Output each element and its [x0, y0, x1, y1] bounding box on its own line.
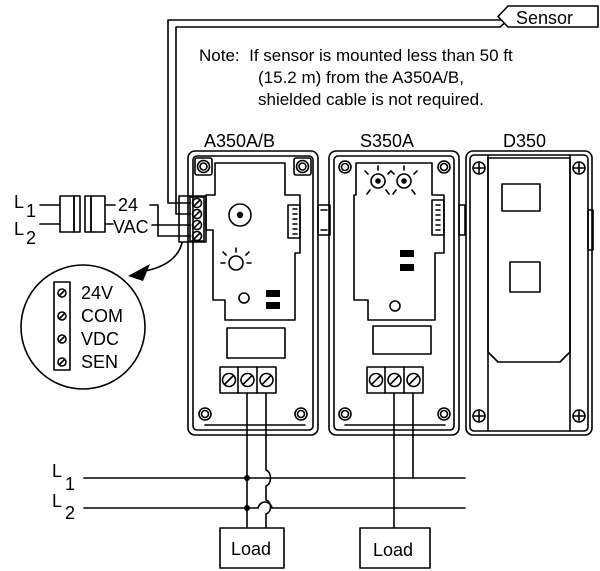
- supply-l2-letter: L: [14, 219, 24, 239]
- installation-note: Note: If sensor is mounted less than 50 …: [199, 45, 599, 111]
- a350-label: A350A/B: [204, 131, 275, 151]
- note-line-2: (15.2 m) from the A350A/B,: [258, 68, 464, 87]
- d350-module: [465, 150, 594, 436]
- terminal-label-com: COM: [81, 306, 123, 326]
- load-label-1: Load: [231, 539, 271, 559]
- a350-module: [187, 150, 319, 436]
- line-l1-letter: L: [52, 461, 62, 481]
- line-l1-sub: 1: [65, 474, 75, 494]
- supply-l1-letter: L: [14, 192, 24, 212]
- terminal-label-sen: SEN: [81, 352, 118, 372]
- supply-l1-sub: 1: [26, 201, 36, 221]
- line-wiring: [83, 392, 466, 541]
- supply-l2-sub: 2: [26, 228, 36, 248]
- load-label-2: Load: [373, 540, 413, 560]
- line-l2-letter: L: [52, 491, 62, 511]
- input-terminal-strip: [178, 195, 207, 243]
- module-link-a-s: [317, 204, 331, 236]
- module-link-s-d: [458, 204, 466, 236]
- load-box-1: [219, 527, 285, 569]
- d350-label: D350: [503, 131, 546, 151]
- note-prefix: Note:: [199, 46, 240, 65]
- terminal-detail-circle: [20, 264, 146, 390]
- note-line-3: shielded cable is not required.: [258, 90, 484, 109]
- transformer: [39, 195, 191, 237]
- line-l2-sub: 2: [65, 503, 75, 523]
- s350-module: [328, 150, 460, 436]
- terminal-label-vdc: VDC: [81, 329, 119, 349]
- supply-24-label: 24: [118, 195, 138, 215]
- note-line-1: If sensor is mounted less than 50 ft: [249, 46, 513, 65]
- s350-label: S350A: [360, 131, 414, 151]
- sensor-box: [497, 5, 599, 28]
- load-box-2: [359, 527, 431, 569]
- sensor-label: Sensor: [516, 8, 573, 28]
- terminal-label-24v: 24V: [81, 283, 113, 303]
- supply-vac-label: VAC: [113, 217, 149, 237]
